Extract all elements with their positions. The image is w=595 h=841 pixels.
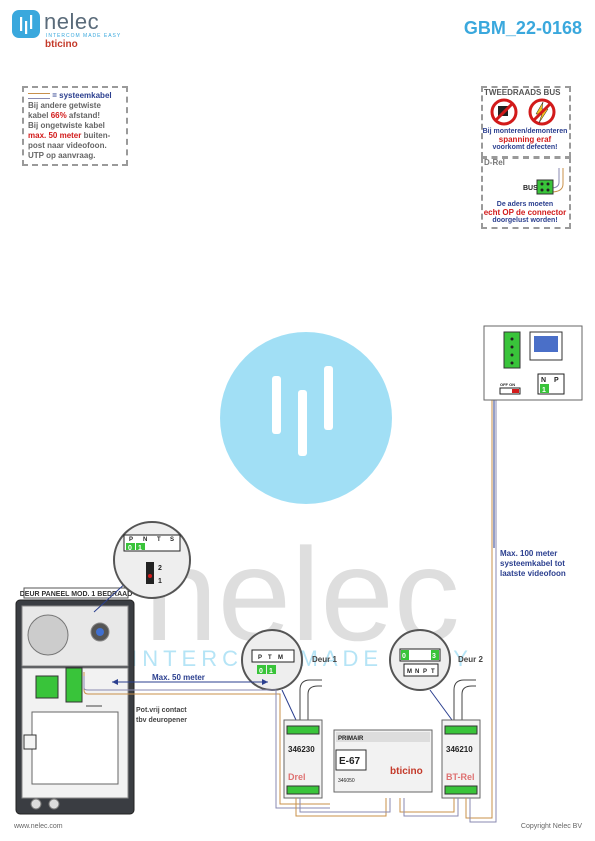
footer-copyright: Copyright Nelec BV [520, 823, 582, 830]
legend-line: = systeemkabel [28, 91, 122, 101]
note-line-5: post naar videofoon. [28, 141, 107, 150]
drel-name: Drel [288, 772, 306, 782]
drel-note-title: D-Rel [484, 158, 505, 167]
vp-label-n: N [541, 377, 546, 384]
potvrij-line2: tbv deuropener [136, 717, 187, 724]
zoom-outdoor-settings: P N T S 0 1 2 1 [93, 521, 191, 613]
bus-connector-icon: BUS [523, 168, 564, 195]
dip3-label-m: M [407, 669, 412, 675]
dip1-label-s: S [170, 537, 174, 543]
max100-line3: laatste videofoon [500, 569, 566, 578]
note-line-6: UTP op aanvraag. [28, 151, 96, 160]
zoom-drel-settings: P T M 0 1 [241, 629, 303, 721]
max50-label: Max. 50 meter [152, 673, 205, 682]
jumper-label-2: 2 [158, 565, 162, 572]
bticino-logo: bticino [45, 39, 78, 50]
e67-primair: PRIMAIR [338, 736, 364, 742]
brand-name: nelec [44, 9, 100, 34]
dip3-value-left: 0 [402, 653, 406, 660]
potvrij-line1: Pot.vrij contact [136, 707, 187, 714]
footer-website: www.nelec.com [14, 823, 63, 830]
btrel-name: BT-Rel [446, 772, 475, 782]
videophone: N P 1 OFF ON [483, 325, 583, 401]
document-number: GBM_22-0168 [463, 18, 582, 38]
dip3-value-right: 3 [432, 653, 436, 660]
e67-code: E-67 [339, 756, 361, 767]
dip1-label-t: T [157, 537, 161, 543]
dip2-value-1: 1 [269, 668, 273, 675]
deur1-label: Deur 1 [312, 655, 337, 664]
drel-bus-label: BUS [523, 185, 538, 192]
dip1-label-p: P [129, 537, 133, 543]
dip2-value-0: 0 [259, 668, 263, 675]
e67-sub: 346050 [338, 778, 355, 784]
dip3-label-t: T [431, 669, 435, 675]
bus-cables [83, 340, 497, 823]
deur2-label: Deur 2 [458, 655, 483, 664]
vp-switch-label: OFF ON [500, 382, 515, 387]
note-line-1: Bij andere getwiste [28, 101, 101, 110]
zoom-btrel-settings: 0 3 M N P T [389, 629, 453, 721]
cable-legend-icon [28, 92, 50, 99]
dip3-label-n: N [415, 669, 419, 675]
jumper-label-1: 1 [158, 578, 162, 585]
module-btrel: 346210 BT-Rel [441, 719, 481, 799]
drel-note-box [481, 157, 571, 229]
e67-brand: bticino [390, 766, 423, 777]
note-line-3: Bij ongetwiste kabel [28, 121, 105, 130]
bus-warning-title: TWEEDRAADS BUS [484, 88, 561, 97]
watermark: nelec INTERCOM MADE EASY [131, 332, 468, 671]
max100-line2: systeemkabel tot [500, 559, 565, 568]
outdoor-panel: DEUR PANEEL MOD. 1 BEDRAAD [15, 587, 135, 815]
btrel-code: 346210 [446, 745, 473, 754]
dip2-label-t: T [268, 655, 272, 661]
note-line-2: kabel 66% afstand! [28, 111, 101, 120]
no-power-icon [490, 98, 556, 126]
dip1-label-n: N [143, 537, 147, 543]
module-drel: 346230 Drel [283, 719, 323, 799]
brand-subtitle: INTERCOM MADE EASY [46, 33, 122, 39]
module-e67: PRIMAIR E-67 346050 bticino [333, 729, 433, 793]
drel-code: 346230 [288, 745, 315, 754]
vp-label-p: P [554, 377, 559, 384]
cable-note: = systeemkabel Bij andere getwiste kabel… [22, 86, 128, 166]
dip2-label-m: M [278, 655, 283, 661]
vp-value: 1 [542, 387, 546, 394]
dip1-value-0: 0 [128, 545, 132, 552]
note-line-4: max. 50 meter buiten- [28, 131, 111, 140]
nelec-logo-icon [12, 10, 40, 38]
drel-note-text: De aders moeten echt OP de connector doo… [483, 201, 567, 224]
bus-warning-text: Bij monteren/demonteren spanning eraf vo… [482, 128, 568, 151]
max100-line1: Max. 100 meter [500, 549, 557, 558]
dip2-label-p: P [258, 655, 262, 661]
dip1-value-1: 1 [138, 545, 142, 552]
outdoor-panel-title: DEUR PANEEL MOD. 1 BEDRAAD [20, 591, 133, 598]
dip3-label-p: P [423, 669, 427, 675]
